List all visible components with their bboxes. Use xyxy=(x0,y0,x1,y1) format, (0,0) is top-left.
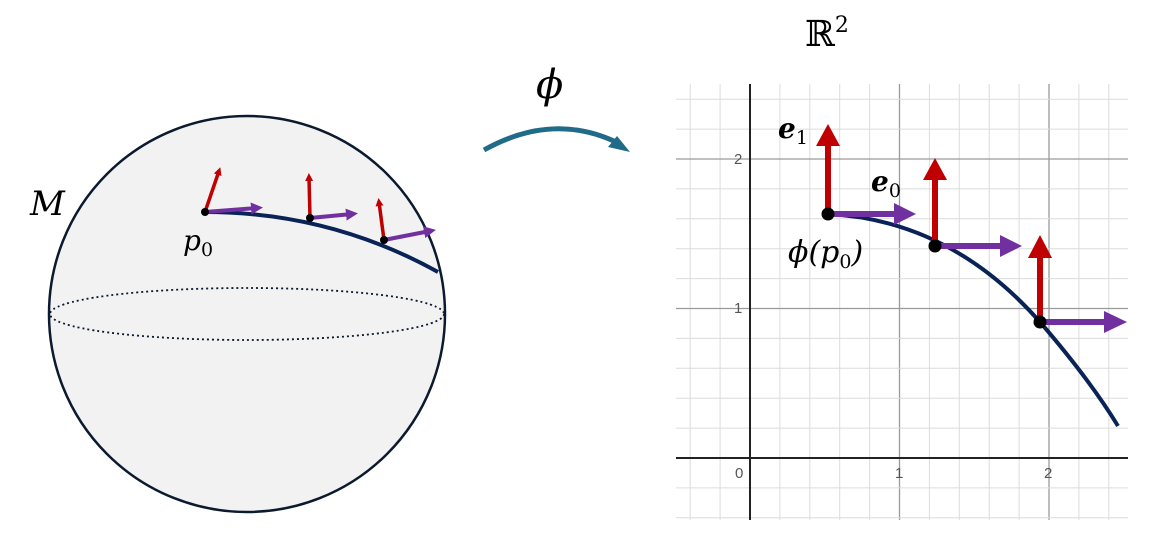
y-tick-2: 2 xyxy=(734,151,742,168)
plane-point-2 xyxy=(928,239,942,253)
sphere-point-3 xyxy=(380,236,388,244)
sphere-group xyxy=(47,114,447,514)
sphere-red-vector-1 xyxy=(203,167,222,213)
point-label: p0 xyxy=(183,224,213,261)
plane-red-arrowhead-2 xyxy=(923,158,947,180)
basis-e0-label: e0 xyxy=(871,165,901,202)
sphere-purple-vector-2 xyxy=(309,208,358,221)
sphere-equator xyxy=(49,287,445,341)
sphere xyxy=(47,114,447,514)
plane-purple-arrowhead-1 xyxy=(894,203,916,225)
plane-purple-arrowhead-3 xyxy=(1104,311,1127,333)
x-tick-1: 1 xyxy=(895,465,903,482)
plane-red-arrowhead-1 xyxy=(816,124,840,146)
plane-curve xyxy=(827,212,1120,428)
sphere-purple-vector-1 xyxy=(204,202,263,215)
x-tick-2: 2 xyxy=(1044,465,1052,482)
plane-red-arrowhead-3 xyxy=(1028,235,1052,258)
plane-purple-arrowhead-2 xyxy=(1000,235,1022,257)
map-arrow xyxy=(482,126,618,153)
plane-point-3 xyxy=(1033,315,1047,329)
sphere-red-vector-3 xyxy=(375,198,386,241)
plane-point-1 xyxy=(821,207,835,221)
sphere-red-vector-2 xyxy=(305,173,314,219)
x-tick-0: 0 xyxy=(735,465,743,482)
basis-e1-label: e1 xyxy=(778,112,808,149)
sphere-curve xyxy=(204,210,439,274)
sphere-point-2 xyxy=(306,214,314,222)
map-arrowhead xyxy=(608,136,630,152)
manifold-label: M xyxy=(29,184,66,224)
target-space-label: ℝ2 xyxy=(805,13,849,55)
y-tick-1: 1 xyxy=(734,300,742,317)
sphere-point-p0 xyxy=(201,208,209,216)
sphere-purple-vector-3 xyxy=(383,226,436,242)
image-point-label: ϕ(p0) xyxy=(788,235,863,273)
grid xyxy=(676,84,1128,520)
map-label: ϕ xyxy=(536,62,563,108)
